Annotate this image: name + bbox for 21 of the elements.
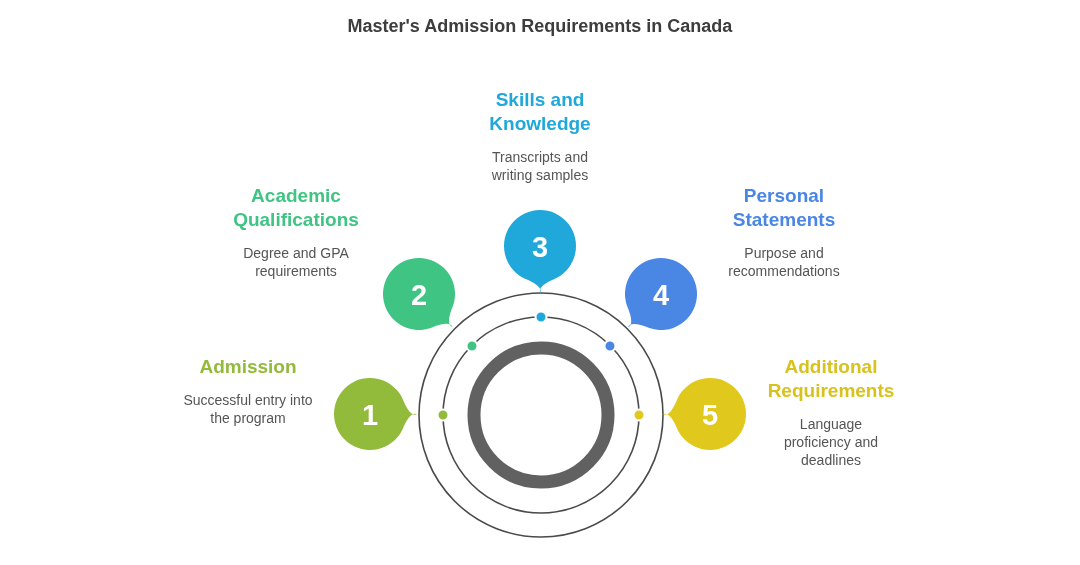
speech-bubble — [625, 258, 697, 330]
step-description: Purpose and recommendations — [727, 244, 841, 280]
step-heading: Admission — [198, 355, 298, 379]
step-description: Language proficiency and deadlines — [782, 415, 880, 469]
step-heading: Skills and Knowledge — [488, 88, 592, 136]
step-number: 1 — [361, 400, 379, 430]
step-heading: Additional Requirements — [766, 355, 896, 403]
step-number: 3 — [531, 232, 549, 262]
step-number: 2 — [410, 280, 428, 310]
step-heading: Personal Statements — [731, 184, 837, 232]
step-description: Successful entry into the program — [182, 391, 314, 427]
speech-bubble — [663, 378, 746, 450]
speech-bubble — [334, 378, 417, 450]
speech-bubble — [504, 210, 576, 293]
step-description: Transcripts and writing samples — [490, 148, 590, 184]
step-number: 5 — [701, 400, 719, 430]
diagram-title: Master's Admission Requirements in Canada — [347, 15, 733, 37]
speech-bubble — [383, 258, 455, 330]
step-description: Degree and GPA requirements — [242, 244, 350, 280]
step-heading: Academic Qualifications — [232, 184, 360, 232]
step-number: 4 — [652, 280, 670, 310]
